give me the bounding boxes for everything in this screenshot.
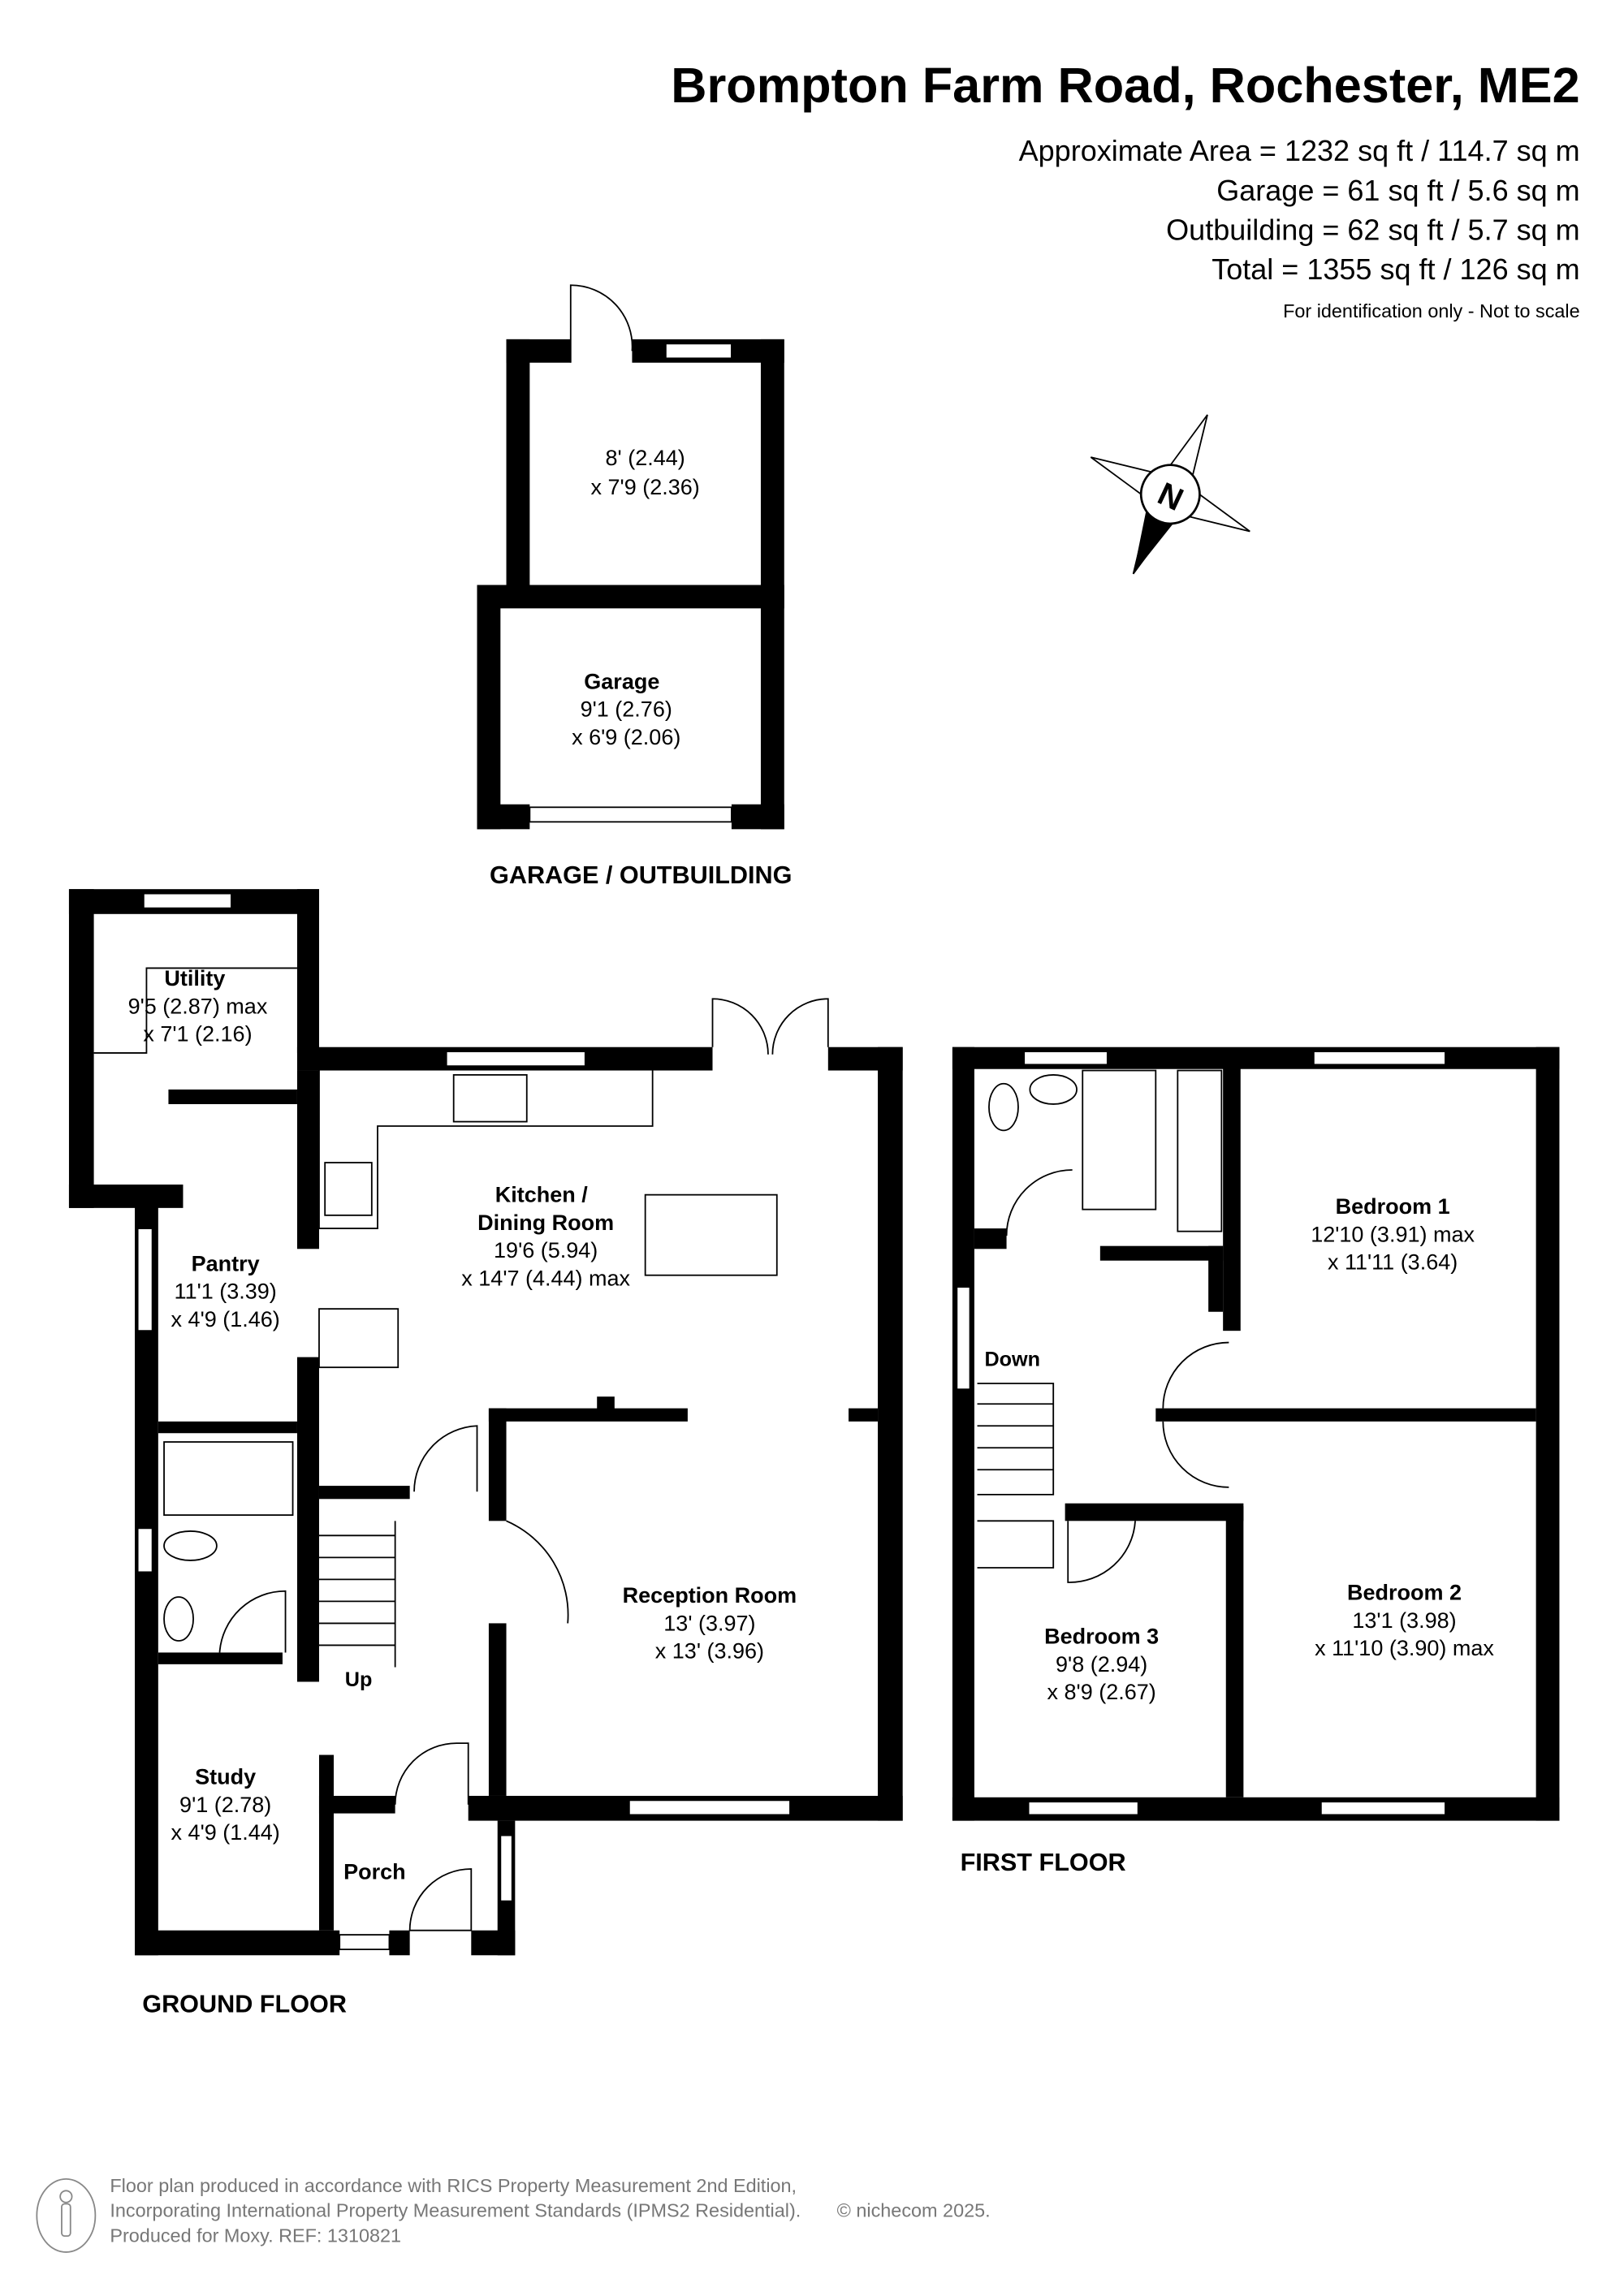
- bedroom2-dimension: x 11'10 (3.90) max: [1315, 1636, 1494, 1660]
- stairs-down-label: Down: [984, 1348, 1040, 1370]
- compass-icon: [1090, 414, 1250, 575]
- area-line: Outbuilding = 62 sq ft / 5.7 sq m: [1166, 213, 1580, 246]
- area-line: Approximate Area = 1232 sq ft / 114.7 sq…: [1019, 134, 1580, 167]
- copyright: © nichecom 2025.: [837, 2200, 991, 2221]
- footer-line: Incorporating International Property Mea…: [110, 2200, 801, 2221]
- bedroom1-label: Bedroom 1: [1336, 1194, 1450, 1219]
- stairs-up: [318, 1521, 396, 1668]
- page-title: Brompton Farm Road, Rochester, ME2: [671, 58, 1579, 113]
- pantry-dimension: 11'1 (3.39): [175, 1280, 277, 1304]
- bedroom2-label: Bedroom 2: [1347, 1581, 1462, 1605]
- bedroom2-dimension: 13'1 (3.98): [1352, 1608, 1456, 1633]
- footer-line: Produced for Moxy. REF: 1310821: [110, 2225, 401, 2246]
- first-floor-plan: Bedroom 1 12'10 (3.91) max x 11'11 (3.64…: [952, 1047, 1560, 1876]
- garage-outbuilding-plan: 8' (2.44) x 7'9 (2.36) Garage 9'1 (2.76)…: [477, 284, 792, 889]
- ground-floor-plan: Utility 9'5 (2.87) max x 7'1 (2.16) Kitc…: [68, 889, 903, 2018]
- kitchen-label: Kitchen /: [495, 1183, 589, 1207]
- bedroom3-label: Bedroom 3: [1044, 1625, 1159, 1649]
- stairs-down: [977, 1383, 1055, 1569]
- footer: Floor plan produced in accordance with R…: [36, 2175, 991, 2253]
- area-line: Garage = 61 sq ft / 5.6 sq m: [1216, 174, 1579, 207]
- pantry-label: Pantry: [192, 1251, 260, 1275]
- kitchen-label: Dining Room: [477, 1211, 614, 1235]
- reception-dimension: 13' (3.97): [663, 1611, 755, 1635]
- garage-label: Garage: [584, 669, 659, 693]
- area-line: Total = 1355 sq ft / 126 sq m: [1212, 252, 1579, 286]
- ground-floor-title: GROUND FLOOR: [142, 1991, 347, 2018]
- utility-dimension: x 7'1 (2.16): [143, 1022, 252, 1047]
- kitchen-dimension: 19'6 (5.94): [494, 1238, 598, 1262]
- first-floor-title: FIRST FLOOR: [961, 1849, 1126, 1876]
- garage-outbuilding-title: GARAGE / OUTBUILDING: [490, 861, 792, 889]
- bedroom3-dimension: 9'8 (2.94): [1056, 1652, 1147, 1677]
- outbuilding-dimension: x 7'9 (2.36): [591, 475, 700, 499]
- bedroom3-dimension: x 8'9 (2.67): [1047, 1680, 1156, 1704]
- study-dimension: x 4'9 (1.44): [171, 1820, 280, 1845]
- garage-dimension: 9'1 (2.76): [581, 697, 672, 722]
- utility-dimension: 9'5 (2.87) max: [128, 994, 268, 1018]
- footer-line: Floor plan produced in accordance with R…: [110, 2175, 797, 2196]
- header: Brompton Farm Road, Rochester, ME2 Appro…: [671, 58, 1579, 322]
- kitchen-dimension: x 14'7 (4.44) max: [461, 1266, 630, 1290]
- bedroom1-dimension: 12'10 (3.91) max: [1311, 1222, 1475, 1246]
- reception-dimension: x 13' (3.96): [655, 1639, 764, 1664]
- porch-label: Porch: [343, 1860, 406, 1884]
- reception-label: Reception Room: [623, 1583, 797, 1608]
- utility-label: Utility: [164, 966, 225, 990]
- garage-dimension: x 6'9 (2.06): [572, 725, 680, 749]
- study-label: Study: [195, 1765, 256, 1789]
- person-icon: [36, 2177, 97, 2253]
- stairs-up-label: Up: [345, 1668, 373, 1691]
- outbuilding-dimension: 8' (2.44): [606, 446, 685, 470]
- pantry-dimension: x 4'9 (1.46): [171, 1307, 280, 1331]
- study-dimension: 9'1 (2.78): [179, 1793, 271, 1817]
- disclaimer: For identification only - Not to scale: [1283, 300, 1580, 322]
- bedroom1-dimension: x 11'11 (3.64): [1328, 1250, 1458, 1275]
